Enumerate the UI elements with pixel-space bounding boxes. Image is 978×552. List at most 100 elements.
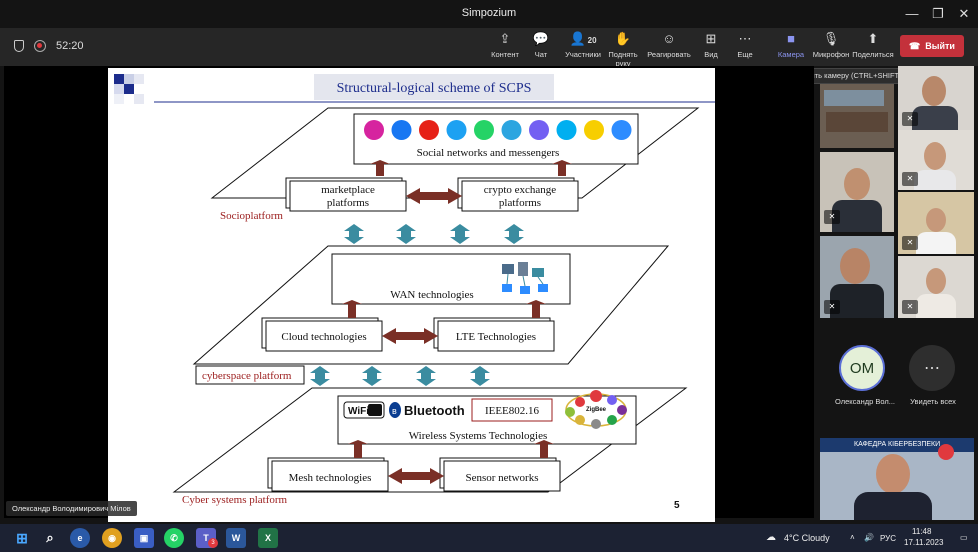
sensor-label: Sensor networks xyxy=(465,472,538,484)
mic-off-icon: ✕ xyxy=(824,300,840,314)
leave-label: Выйти xyxy=(925,41,955,51)
wireless-label: Wireless Systems Technologies xyxy=(409,430,548,442)
toolbar-content-label: Контент xyxy=(491,50,519,59)
excel-icon[interactable]: X xyxy=(258,528,278,548)
viber-icon xyxy=(529,120,549,140)
up-arrow-mesh xyxy=(348,440,368,458)
clock-date[interactable]: 17.11.2023 xyxy=(904,538,944,547)
ieee-label: IEEE802.16 xyxy=(485,405,540,417)
wan-box xyxy=(331,253,571,305)
toolbar-view-label: Вид xyxy=(704,50,718,59)
up-arrow-marketplace xyxy=(370,160,390,176)
cloud-box xyxy=(265,320,383,352)
teal-arrows-row-1 xyxy=(344,224,524,244)
wan-label: WAN technologies xyxy=(390,289,473,301)
participant-video-3[interactable]: ✕ xyxy=(898,130,974,190)
weather-text: 4°C Cloudy xyxy=(784,533,830,543)
corner-decoration xyxy=(114,74,144,104)
clock-time[interactable]: 11:48 xyxy=(912,527,932,536)
toolbar-content-button[interactable]: ⇪Контент xyxy=(482,31,528,65)
mic-off-icon: ✕ xyxy=(902,172,918,186)
people-icon: 👤20 xyxy=(569,31,597,46)
toolbar-more-label: Еще xyxy=(737,50,753,59)
volume-icon[interactable]: 🔊 xyxy=(864,533,874,542)
save-disk-icon[interactable]: ▣ xyxy=(134,528,154,548)
toolbar-mic-button[interactable]: 🎙Микрофон xyxy=(808,31,854,65)
mic-off-icon: ✕ xyxy=(902,300,918,314)
participant-count: 20 xyxy=(587,36,597,45)
zigbee-icon: ZigBee xyxy=(565,390,627,429)
teal-double-arrow xyxy=(450,224,470,244)
notifications-icon[interactable]: ▭ xyxy=(960,533,968,542)
minimize-button[interactable]: — xyxy=(905,6,919,21)
presenter-name-badge: Олександр Володимирович Мілов xyxy=(6,501,137,516)
camera-icon: ■ xyxy=(787,31,795,46)
browser-icon[interactable]: e xyxy=(70,528,90,548)
skype-icon xyxy=(556,120,577,140)
toolbar-view-button[interactable]: ⊞ Вид xyxy=(688,31,734,65)
teal-double-arrow xyxy=(362,366,382,386)
smile-icon: ☺ xyxy=(662,31,676,46)
cyberspace-plane xyxy=(192,245,670,365)
shield-icon xyxy=(14,40,24,52)
more-dots-icon: ⋯ xyxy=(924,360,940,377)
see-all-button[interactable]: ⋯ xyxy=(909,345,955,391)
mesh-box xyxy=(271,460,389,492)
avatar-initials: OM xyxy=(849,359,875,377)
whatsapp-taskbar-icon[interactable]: ✆ xyxy=(164,528,184,548)
toolbar-participants-label: Участники xyxy=(565,50,601,59)
presentation-slide: Structural-logical scheme of SCPS Social… xyxy=(108,68,715,522)
network-diagram-icon xyxy=(502,262,548,294)
zoom-icon xyxy=(611,120,632,140)
presenter-video[interactable]: КАФЕДРА КІБЕРБЕЗПЕКИ xyxy=(820,438,974,520)
participant-video-classroom[interactable] xyxy=(820,84,894,148)
participant-video-2[interactable]: ✕ xyxy=(820,152,894,232)
weather-icon[interactable]: ☁ xyxy=(766,532,776,543)
teal-double-arrow xyxy=(310,366,330,386)
windows-start-icon[interactable]: ⊞ xyxy=(16,530,28,546)
telegram-icon xyxy=(501,120,522,140)
search-icon[interactable]: ⌕ xyxy=(46,530,54,545)
windows-taskbar: ⊞ ⌕ e ◉ ▣ ✆ T 3 W X ☁ 4°C Cloudy ˄ 🔊 РУС… xyxy=(0,524,978,552)
youtube-icon xyxy=(419,120,439,140)
participant-video-6[interactable]: ✕ xyxy=(898,256,974,318)
wifi-text: WiFi xyxy=(348,406,369,417)
marketplace-line1: marketplace xyxy=(321,184,375,196)
marketplace-line2: platforms xyxy=(327,197,369,209)
toolbar-camera-label: Камера xyxy=(777,50,805,59)
whatsapp-icon xyxy=(474,120,494,140)
close-window-button[interactable]: ✕ xyxy=(958,6,970,21)
teal-arrows-row-2 xyxy=(310,366,490,386)
leave-button[interactable]: ☎ Выйти xyxy=(900,35,964,57)
up-arrow-cloud xyxy=(342,300,362,318)
toolbar-camera-button[interactable]: ■ Камера xyxy=(768,31,814,65)
toolbar-chat-button[interactable]: 💬Чат xyxy=(518,31,564,65)
toolbar-react-button[interactable]: ☺Реагировать xyxy=(646,31,692,65)
slide-canvas: Structural-logical scheme of SCPS Social… xyxy=(114,74,715,511)
participant-video-1[interactable]: ✕ xyxy=(898,66,974,130)
maximize-button[interactable]: ❐ xyxy=(932,6,944,21)
grid-icon: ⊞ xyxy=(705,31,717,46)
participant-video-5[interactable]: ✕ xyxy=(820,236,894,318)
tray-chevron-icon[interactable]: ˄ xyxy=(850,533,855,542)
participant-video-4[interactable]: ✕ xyxy=(898,192,974,254)
hand-icon: ✋ xyxy=(614,31,632,46)
toolbar-raise-button[interactable]: ✋Поднять руку xyxy=(600,31,646,68)
twitter-icon xyxy=(446,120,467,140)
cyberspace-label: cyberspace platform xyxy=(202,370,292,382)
word-icon[interactable]: W xyxy=(226,528,246,548)
lte-label: LTE Technologies xyxy=(456,331,536,343)
toolbar-share-button[interactable]: ⬆Поделиться xyxy=(850,31,896,65)
chrome-icon[interactable]: ◉ xyxy=(102,528,122,548)
up-arrow-sensor xyxy=(534,440,554,458)
participant-avatar-om[interactable]: OM xyxy=(839,345,885,391)
record-icon xyxy=(34,40,46,52)
teal-double-arrow xyxy=(344,224,364,244)
toolbar-mic-label: Микрофон xyxy=(812,50,850,59)
cyberspace-label-box xyxy=(195,365,305,385)
teal-double-arrow xyxy=(396,224,416,244)
language-indicator[interactable]: РУС xyxy=(880,534,897,543)
toolbar-more-button[interactable]: ⋯Еще xyxy=(722,31,768,65)
zigbee-text: ZigBee xyxy=(586,407,607,413)
